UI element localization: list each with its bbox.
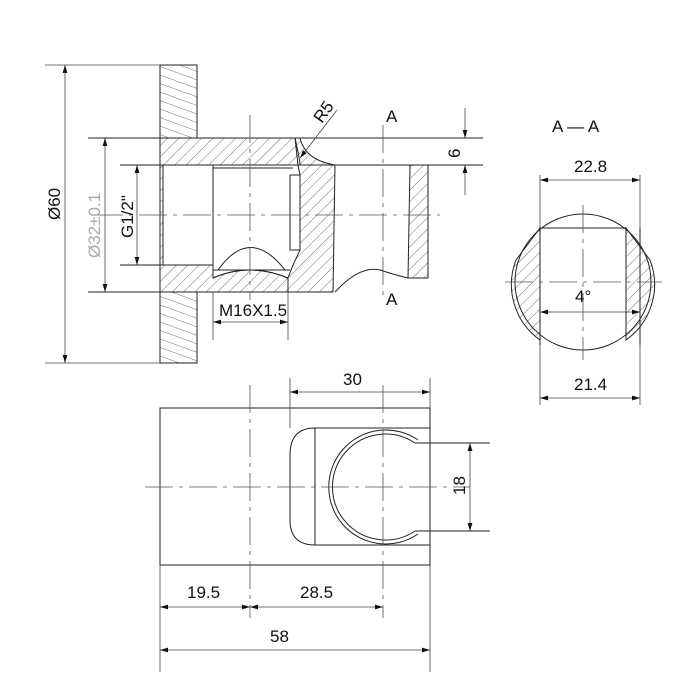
- wall-hatch-bottom: [159, 291, 198, 364]
- dim-28-5: 28.5: [300, 583, 333, 602]
- section-marker-bottom: A: [386, 290, 398, 309]
- dim-thread-g12: G1/2": [118, 195, 137, 238]
- dim-m16: M16X1.5: [219, 301, 287, 320]
- plan-view: 30 18 19.5 28.5 58: [145, 370, 490, 672]
- dim-radius-r5: R5: [310, 98, 338, 127]
- dim-diameter-32: Ø32±0.1: [85, 193, 104, 258]
- dim-58: 58: [270, 627, 289, 646]
- dim-21-4: 21.4: [574, 375, 607, 394]
- body-hatch-right: [287, 137, 336, 293]
- dim-diameter-60: Ø60: [45, 188, 64, 220]
- dim-30: 30: [343, 370, 362, 389]
- wall-hatch-top: [159, 64, 198, 139]
- dim-depth-6: 6: [445, 149, 464, 158]
- dim-22-8: 22.8: [574, 157, 607, 176]
- section-a-a-view: A — A 22.8 4° 21.4: [505, 117, 662, 405]
- dim-angle-4: 4°: [575, 287, 591, 306]
- holder-hatch: [407, 164, 429, 279]
- dim-18: 18: [450, 476, 469, 495]
- section-a-a-label: A — A: [552, 117, 600, 136]
- dim-19-5: 19.5: [187, 583, 220, 602]
- section-view: A A Ø60 Ø32±0.1 G1/2" 6 R5 M16X1.5: [45, 64, 483, 364]
- section-marker-top: A: [386, 107, 398, 126]
- plate-outline: [159, 407, 431, 566]
- aa-hatch-left: [510, 226, 541, 341]
